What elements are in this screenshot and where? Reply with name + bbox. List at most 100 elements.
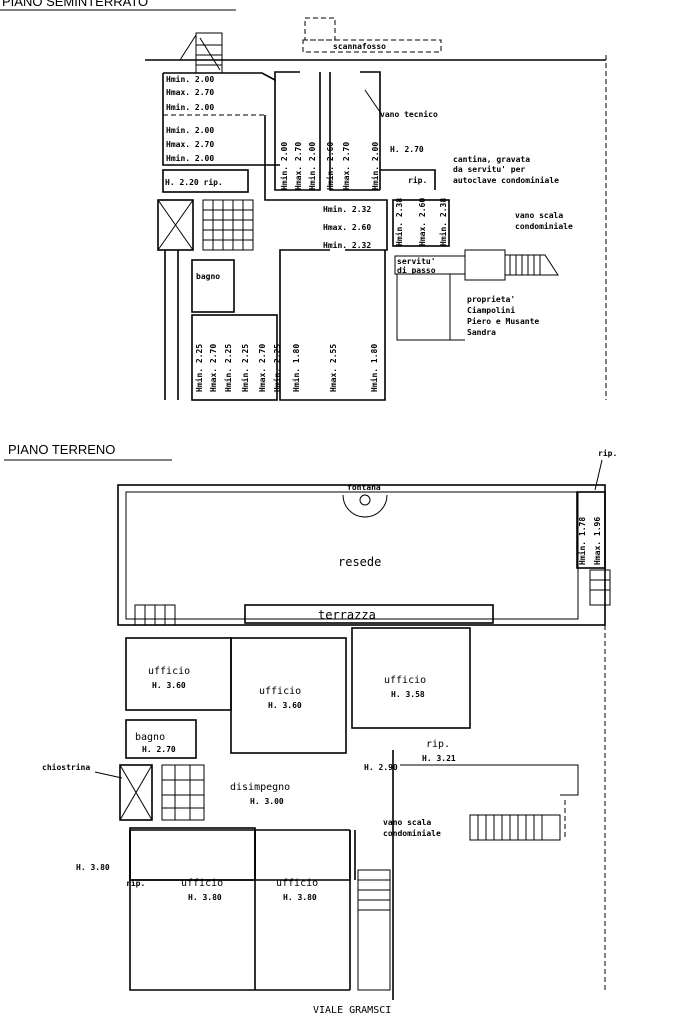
height-label: Hmin. 1.80 — [291, 344, 301, 392]
height-label: Hmin. 2.25 — [223, 344, 233, 392]
servitu-label: servitu' — [397, 256, 436, 266]
street-label: VIALE GRAMSCI — [313, 1005, 391, 1016]
height-label: Hmin. 2.00 — [166, 153, 214, 163]
proprieta-label: proprieta' — [467, 294, 515, 304]
cantina-room — [392, 199, 450, 247]
chiostrina-shaft — [119, 764, 153, 821]
height-label: H. 2.70 — [142, 745, 176, 754]
height-label: Hmin. 2.00 — [279, 142, 289, 190]
height-label: Hmin. 2.38 — [438, 198, 448, 246]
rip-label: rip. — [426, 739, 450, 750]
stair-lines — [589, 569, 611, 606]
proprieta-label: Ciampolini — [467, 305, 515, 315]
basement-room — [191, 314, 278, 401]
scannafosso-outline — [302, 39, 442, 53]
ground-title: PIANO TERRENO — [8, 442, 115, 457]
stair-lines — [203, 200, 253, 250]
bagno-room — [125, 719, 197, 759]
fontana-label: fontana — [347, 483, 381, 492]
height-label: Hmax. 2.70 — [166, 140, 214, 149]
rip-label: rip. — [126, 878, 145, 888]
height-label: H. 3.80 — [283, 893, 317, 902]
height-label: Hmin. 2.00 — [166, 74, 214, 84]
basement-walls — [396, 274, 465, 341]
disimpegno-label: disimpegno — [230, 782, 290, 793]
stair-landing — [464, 249, 506, 281]
terrazza — [244, 604, 494, 624]
ground-floor-plan: PIANO TERRENO fontana resede rip. Hmin. … — [4, 442, 617, 1016]
vano-scala-label: condominiale — [515, 221, 573, 231]
cantina-label: da servitu' per — [453, 164, 525, 174]
vertical-height-labels: Hmin. 2.00 Hmax. 2.70 Hmin. 2.00 Hmin. 2… — [194, 142, 448, 392]
scannafosso-outline — [304, 17, 336, 41]
bagno-label: bagno — [135, 732, 165, 743]
height-label: Hmin. 2.25 — [194, 344, 204, 392]
elevator-cross — [157, 199, 194, 251]
height-label: Hmin. 2.25 — [240, 344, 250, 392]
height-label: Hmax. 2.70 — [209, 344, 218, 392]
vano-scala-label: vano scala — [515, 211, 563, 220]
height-label: Hmax. 2.70 — [294, 142, 303, 190]
ufficio-label: ufficio — [276, 878, 318, 889]
rip-room — [162, 169, 249, 193]
height-label: H. 3.60 — [268, 701, 302, 710]
vano-scala-label: condominiale — [383, 828, 441, 838]
basement-walls — [274, 71, 436, 191]
stair-lines — [179, 34, 222, 71]
height-label: Hmin. 2.25 — [272, 344, 282, 392]
rip-label: rip. — [598, 448, 617, 458]
proprieta-label: Sandra — [467, 328, 496, 337]
elevator-shaft — [157, 199, 194, 251]
spiral-stair — [202, 199, 254, 251]
ufficio-room — [351, 627, 471, 729]
leader-line — [594, 459, 603, 491]
ufficio-room — [129, 827, 256, 881]
height-label: Hmin. 1.78 — [577, 517, 587, 565]
ufficio-label: ufficio — [148, 666, 190, 677]
rip-label: rip. — [408, 175, 427, 185]
basement-plan: PIANO SEMINTERRATO scannafosso Hmin. 2.0… — [0, 0, 607, 401]
bagno-room — [191, 259, 235, 313]
resede-inner — [125, 491, 579, 620]
leader-line — [94, 771, 123, 779]
height-label: Hmax. 1.96 — [593, 517, 602, 565]
stair-lines — [134, 604, 176, 626]
basement-walls — [164, 250, 179, 400]
height-label: Hmin. 2.00 — [307, 142, 317, 190]
height-label: H. 2.90 — [364, 763, 398, 772]
vano-scala-label: vano scala — [383, 818, 431, 827]
ufficio-room — [230, 637, 347, 754]
height-label: H. 3.58 — [391, 690, 425, 699]
basement-title: PIANO SEMINTERRATO — [2, 0, 148, 9]
height-label: H. 3.21 — [422, 754, 456, 763]
terrazza-label: terrazza — [318, 608, 376, 622]
ground-walls — [129, 830, 351, 991]
height-label: Hmax. 2.70 — [258, 344, 267, 392]
height-label: H. 3.80 — [188, 893, 222, 902]
height-label: Hmin. 1.80 — [369, 344, 379, 392]
ufficio-label: ufficio — [259, 686, 301, 697]
height-label: Hmin. 2.00 — [166, 102, 214, 112]
ufficio-label: ufficio — [181, 878, 223, 889]
stair-lines — [357, 869, 391, 991]
bagno-label: bagno — [196, 272, 220, 281]
height-label: Hmax. 2.55 — [329, 344, 338, 392]
spiral-stair — [161, 764, 205, 821]
cantina-label: cantina, gravata — [453, 154, 530, 164]
height-label: Hmax. 2.70 — [342, 142, 351, 190]
fontana-icon — [342, 494, 388, 518]
proprieta-label: Piero e Musante — [467, 316, 539, 326]
leader-line — [364, 89, 381, 113]
stair-lines — [400, 764, 579, 841]
rip-room — [576, 491, 606, 569]
servitu-label: di passo — [397, 265, 436, 275]
fontana-icon — [359, 494, 371, 506]
height-label: Hmin. 2.38 — [394, 198, 404, 246]
height-label: H. 2.20 rip. — [165, 177, 223, 187]
resede-label: resede — [338, 555, 381, 569]
ufficio-label: ufficio — [384, 675, 426, 686]
height-label: H. 3.80 — [76, 863, 110, 872]
height-label: Hmin. 2.00 — [166, 125, 214, 135]
height-label: H. 3.00 — [250, 797, 284, 806]
